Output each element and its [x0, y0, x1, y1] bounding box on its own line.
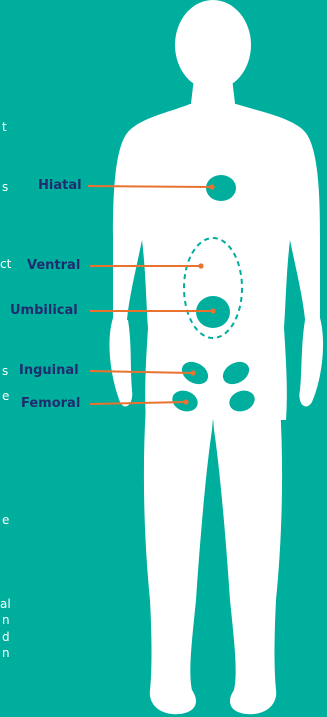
right-hand	[299, 318, 323, 406]
label-inguinal: Inguinal	[19, 363, 79, 379]
head	[175, 0, 251, 90]
label-hiatal: Hiatal	[38, 178, 82, 194]
hiatal-dot	[209, 184, 214, 189]
ventral-dot	[198, 263, 203, 268]
body-silhouette	[109, 0, 323, 714]
label-femoral: Femoral	[21, 396, 80, 412]
umbilical-dot	[210, 308, 215, 313]
left-hand	[109, 318, 132, 406]
label-ventral: Ventral	[27, 258, 80, 274]
label-umbilical: Umbilical	[10, 303, 78, 319]
hiatal-leader	[88, 186, 212, 187]
inguinal-dot	[190, 370, 195, 375]
femoral-dot	[183, 399, 188, 404]
right-leg	[212, 405, 282, 714]
left-leg	[144, 405, 214, 714]
